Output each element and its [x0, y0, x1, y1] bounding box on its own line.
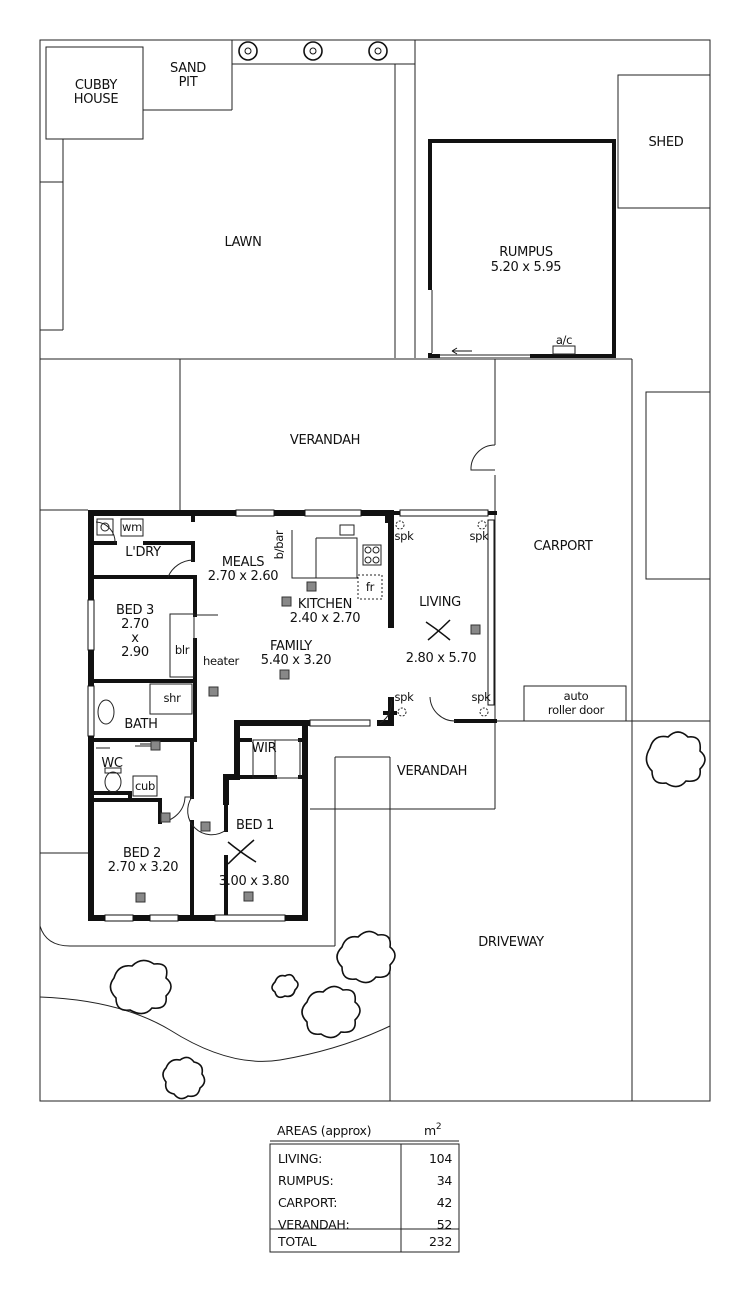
area-row-value: 34 — [437, 1173, 453, 1188]
living-dims: 2.80 x 5.70 — [406, 651, 477, 666]
rumpus-name: RUMPUS — [499, 245, 553, 260]
tree-icon — [162, 1056, 206, 1100]
sink-icon — [339, 524, 355, 536]
trees — [109, 41, 706, 1100]
bath-name: BATH — [124, 717, 157, 732]
ceiling-fan-icon — [227, 839, 257, 865]
light-points — [135, 581, 481, 903]
tree-icon — [645, 731, 706, 788]
blr-label: blr — [175, 643, 190, 657]
family-name: FAMILY — [270, 639, 312, 654]
rumpus-window — [428, 290, 433, 353]
shower — [149, 683, 193, 715]
meals-dims: 2.70 x 2.60 — [208, 569, 279, 584]
fixtures — [96, 518, 383, 797]
house-walls — [88, 510, 497, 921]
bed2-dims: 2.70 x 3.20 — [108, 860, 179, 875]
speaker-icon — [397, 707, 407, 717]
speaker-label: spk — [471, 690, 491, 704]
areas-unit: m2 — [424, 1122, 441, 1138]
area-row-value: 52 — [437, 1217, 452, 1232]
family-dims: 5.40 x 3.20 — [261, 653, 332, 668]
rumpus — [428, 139, 616, 359]
wc-name: WC — [101, 756, 123, 771]
aircon-label: a/c — [556, 333, 572, 347]
total-value: 232 — [429, 1234, 452, 1249]
living-name: LIVING — [419, 595, 461, 610]
verandah-top-label: VERANDAH — [290, 433, 360, 448]
areas-heading: AREAS (approx) — [277, 1123, 371, 1138]
total-label: TOTAL — [277, 1234, 316, 1249]
trough — [96, 518, 114, 536]
ceiling-fan-icon — [425, 619, 451, 641]
tree-icon — [303, 41, 323, 61]
bed3-x: x — [131, 631, 139, 646]
fridge-label: fr — [366, 580, 375, 594]
breakfast-bar-label: b/bar — [272, 530, 286, 559]
arrow-icon — [451, 347, 472, 355]
tree-icon — [271, 973, 299, 999]
aircon-unit — [552, 345, 576, 355]
verandah-mid-label: VERANDAH — [397, 764, 467, 779]
shed-label: SHED — [648, 135, 683, 150]
area-row-label: LIVING: — [278, 1151, 322, 1166]
bed1-name: BED 1 — [236, 818, 274, 833]
toilet-icon — [104, 771, 122, 793]
area-row-label: RUMPUS: — [278, 1173, 333, 1188]
bed2-name: BED 2 — [123, 846, 161, 861]
speakers — [395, 520, 489, 717]
wir-name: WIR — [252, 741, 277, 756]
speaker-label: spk — [394, 690, 414, 704]
washing-machine — [120, 518, 144, 537]
tree-icon — [109, 959, 172, 1015]
site-boundaries — [39, 39, 711, 1102]
area-row-label: CARPORT: — [278, 1195, 337, 1210]
tree-icon — [238, 41, 258, 61]
basin-icon — [97, 699, 115, 725]
speaker-icon — [395, 520, 405, 530]
kitchen-name: KITCHEN — [298, 597, 352, 612]
bed3-dim2: 2.90 — [121, 645, 149, 660]
carport-label: CARPORT — [533, 539, 592, 554]
lawn-label: LAWN — [224, 235, 261, 250]
wm-label: wm — [122, 520, 142, 534]
cupboard — [132, 775, 158, 797]
speaker-icon — [477, 520, 487, 530]
cub-label: cub — [135, 779, 155, 793]
shower-label: shr — [163, 691, 181, 705]
bed3-name: BED 3 — [116, 603, 154, 618]
speaker-label: spk — [469, 529, 489, 543]
heater-label: heater — [203, 654, 239, 668]
linen-cupboard — [169, 613, 195, 678]
speaker-icon — [479, 707, 489, 717]
area-row-label: VERANDAH: — [278, 1217, 349, 1232]
area-row-value: 42 — [437, 1195, 452, 1210]
area-row-value: 104 — [429, 1151, 452, 1166]
tree-icon — [336, 930, 396, 984]
fridge-space — [357, 574, 383, 600]
tree-icon — [368, 41, 388, 61]
rumpus-dims: 5.20 x 5.95 — [491, 260, 562, 275]
windows — [87, 509, 495, 922]
tree-icon — [301, 985, 361, 1039]
bed3-dim1: 2.70 — [121, 617, 149, 632]
cooktop-icon — [362, 544, 382, 566]
meals-name: MEALS — [222, 555, 264, 570]
driveway-label: DRIVEWAY — [478, 935, 544, 950]
bed1-dims: 3.00 x 3.80 — [219, 874, 290, 889]
laundry-name: L'DRY — [125, 545, 161, 560]
kitchen-dims: 2.40 x 2.70 — [290, 611, 361, 626]
speaker-label: spk — [394, 529, 414, 543]
